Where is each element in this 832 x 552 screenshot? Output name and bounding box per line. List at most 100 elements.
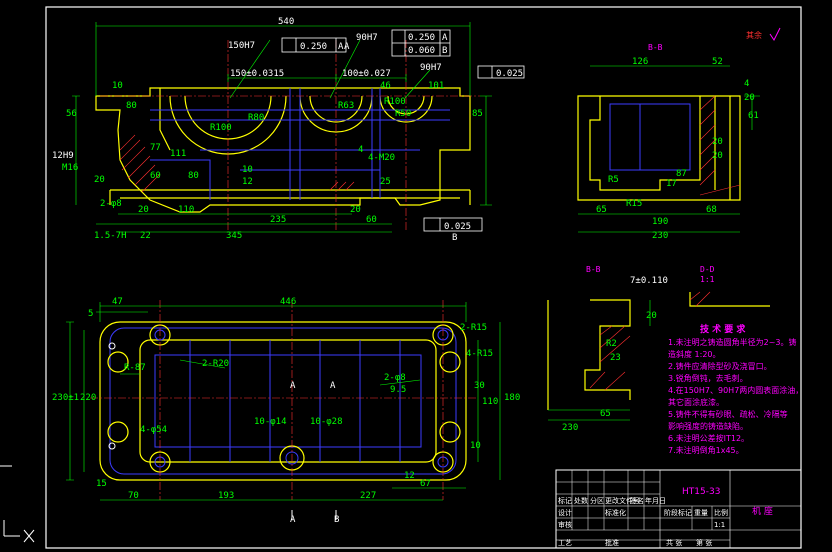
dim-2-phi8: 2-φ8: [100, 199, 122, 209]
dim-80b: 80: [126, 101, 137, 111]
dim-4r15: 4-R15: [466, 349, 493, 359]
dim-56: 56: [66, 109, 77, 119]
section-d-d: D-D 1:1: [689, 265, 770, 307]
tb-scale-label: 比例: [714, 508, 728, 517]
dim-20-b: 20: [744, 93, 755, 103]
note-5: 5.铸件不得有砂眼、疏松、冷隔等: [668, 409, 788, 419]
dim-thread: 1.5-7H: [94, 231, 127, 241]
dim-r87: R-87: [124, 363, 146, 373]
dim-4-b: 4: [744, 79, 749, 89]
roughness-note: 其余: [746, 30, 762, 40]
dim-190: 190: [652, 217, 668, 227]
dim-9-5: 9.5: [390, 385, 406, 395]
gdt-2-value-1: 0.250: [408, 33, 435, 43]
dim-2r15: 2-R15: [460, 323, 487, 333]
tb-stage: 阶段标记: [664, 508, 692, 517]
dim-10b: 10: [112, 81, 123, 91]
dim-540: 540: [278, 17, 294, 27]
tb-design: 设计: [558, 508, 572, 517]
drawing-number: HT15-33: [682, 487, 720, 497]
dim-220: 220: [80, 393, 96, 403]
dim-bore-90b: 90H7: [420, 63, 442, 73]
roughness-symbol: [769, 27, 781, 41]
title-block: HT15-33 机 座 标记 处数 分区 更改文件号 签名 年月日 设计 标准化…: [555, 469, 802, 549]
note-4: 4.在150H7、90H7两内圆表面涂油，: [668, 385, 803, 395]
dim-bore-90: 90H7: [356, 33, 378, 43]
dim-235: 235: [270, 215, 286, 225]
dim-2r20: 2-R20: [202, 359, 229, 369]
dim-110: 110: [178, 205, 194, 215]
dim-4phi54: 4-φ54: [140, 425, 167, 435]
tb-review: 审核: [558, 520, 572, 529]
dim-12-plan: 12: [404, 471, 415, 481]
gdt-4-value: 0.025: [444, 222, 471, 232]
dim-20b: 20: [138, 205, 149, 215]
dim-22: 22: [140, 231, 151, 241]
dim-52: 52: [712, 57, 723, 67]
notes-title: 技 术 要 求: [700, 323, 746, 335]
dim-20-b2: 20: [712, 137, 723, 147]
dim-12h9: 12H9: [52, 151, 74, 161]
gdt-3-value: 0.025: [496, 69, 523, 79]
section-mark-b-bottom: B: [334, 515, 339, 525]
note-1: 1.未注明之铸造圆角半径为2~3。铸: [668, 337, 797, 347]
section-e-e: B-B 7±0.110 20 R2 23 65 230: [547, 265, 668, 433]
note-1b: 造斜度 1:20。: [668, 349, 721, 359]
dim-20-e: 20: [646, 311, 657, 321]
dim-345: 345: [226, 231, 242, 241]
plan-view: 47 5 446 2-R15 4-R15 2-R20 R-87 A A 2-φ8…: [52, 297, 520, 525]
dim-r80: R80: [248, 113, 264, 123]
section-d-scale: 1:1: [700, 275, 715, 284]
dim-111: 111: [170, 149, 186, 159]
gdt-1-value: 0.250: [300, 42, 327, 52]
dim-12: 12: [242, 177, 253, 187]
dim-80: 80: [188, 171, 199, 181]
gdt-2-value-2: 0.060: [408, 46, 435, 56]
tb-scale: 1:1: [714, 521, 725, 529]
dim-230pm1: 230±1: [52, 393, 79, 403]
tb-change-doc: 更改文件号: [605, 496, 640, 505]
section-mark-a1: A: [290, 381, 296, 391]
dim-446: 446: [280, 297, 296, 307]
drawing-frame: [45, 6, 802, 549]
dim-m16: M16: [62, 163, 78, 173]
dim-r50: R50: [395, 109, 411, 119]
tb-sheets-total: 共 张: [666, 538, 682, 547]
dim-r15: R15: [626, 199, 642, 209]
dim-110-plan: 110: [482, 397, 498, 407]
dim-20: 20: [94, 175, 105, 185]
ucs-icon: [3, 520, 35, 543]
note-5b: 影响强度的铸造缺陷。: [668, 421, 748, 431]
dim-60: 60: [150, 171, 161, 181]
dim-r2: R2: [606, 339, 617, 349]
dim-10: 10: [242, 165, 253, 175]
tb-zone: 分区: [590, 496, 604, 505]
part-name: 机 座: [752, 505, 773, 517]
gdt-frame-2: [391, 29, 451, 57]
section-e-label: B-B: [586, 265, 601, 274]
dim-r5: R5: [608, 175, 619, 185]
datum-b-label: B: [452, 233, 457, 243]
gdt-1-datum: A: [338, 42, 344, 52]
note-3: 3.锐角倒钝，去毛刺。: [668, 373, 748, 383]
section-d-label: D-D: [700, 265, 715, 274]
dim-17: 17: [666, 179, 677, 189]
dim-180: 180: [504, 393, 520, 403]
dim-46: 46: [380, 81, 391, 91]
dim-20-b3: 20: [712, 151, 723, 161]
dim-77: 77: [150, 143, 161, 153]
bolt-holes: [107, 324, 461, 473]
section-mark-a-bottom: A: [290, 515, 296, 525]
dim-7: 7±0.110: [630, 276, 668, 286]
section-b-label: B-B: [648, 43, 663, 52]
dim-30: 30: [474, 381, 485, 391]
dim-47: 47: [112, 297, 123, 307]
dim-68: 68: [706, 205, 717, 215]
technical-requirements: 技 术 要 求 1.未注明之铸造圆角半径为2~3。铸 造斜度 1:20。 2.铸…: [668, 323, 803, 455]
section-b-b: B-B 126 52 4 20 61 20 20 87 R5 65 R15 68…: [577, 27, 781, 241]
tb-sign: 签名: [630, 496, 644, 505]
tb-standard: 标准化: [605, 508, 626, 517]
dim-5: 5: [88, 309, 93, 319]
dim-85: 85: [472, 109, 483, 119]
dim-15: 15: [96, 479, 107, 489]
